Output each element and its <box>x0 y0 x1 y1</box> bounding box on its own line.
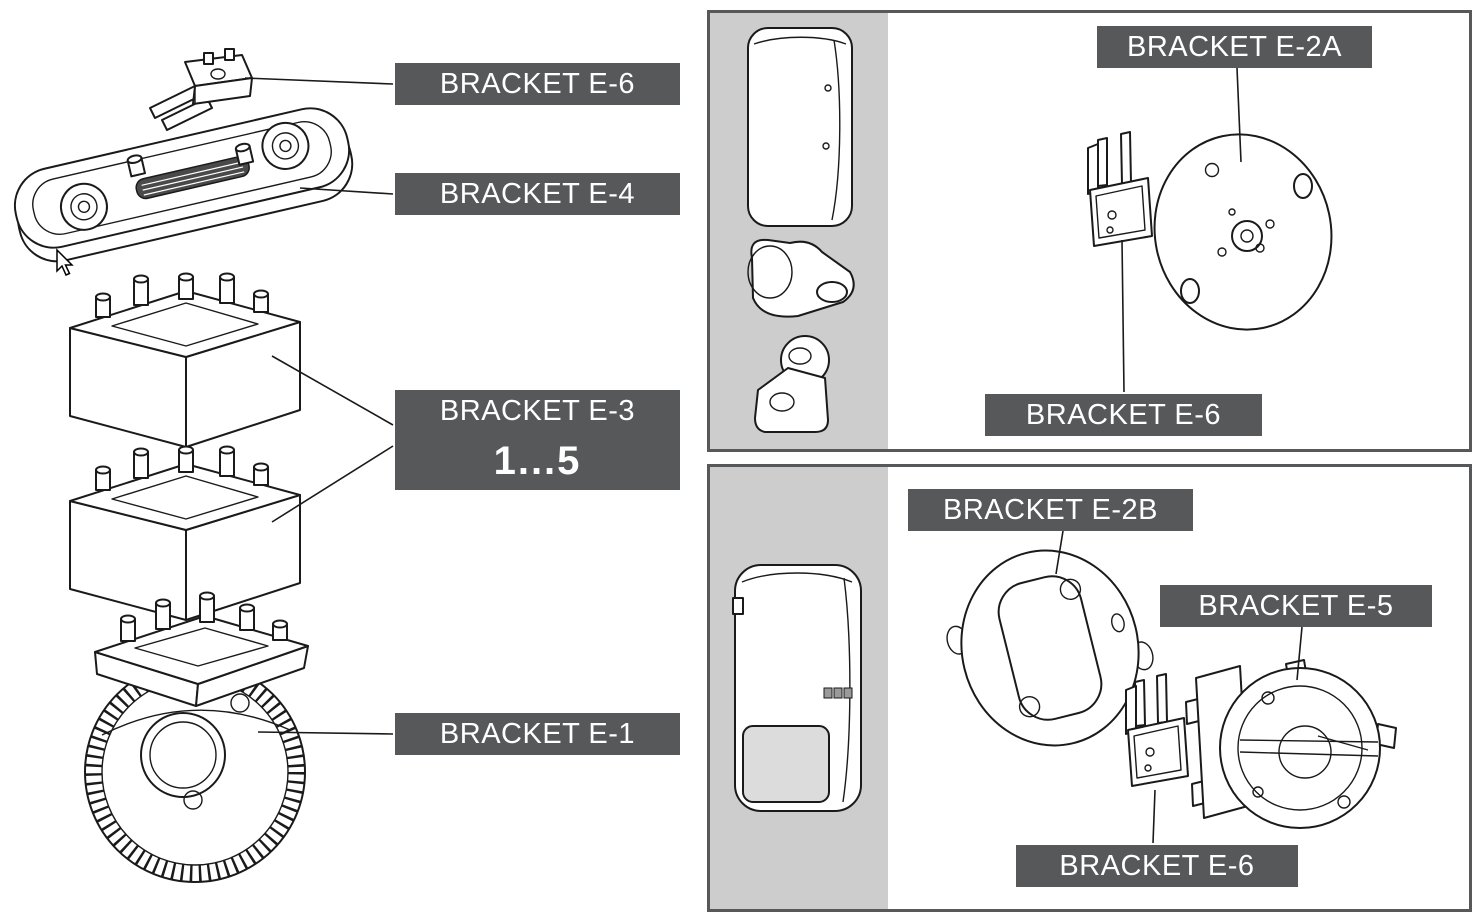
label-bracket-e3-quantity: 1...5 <box>395 432 680 490</box>
leader-e6-left <box>244 77 394 85</box>
label-bracket-e4: BRACKET E-4 <box>395 173 680 215</box>
leader-e4 <box>299 187 394 195</box>
label-bracket-e5: BRACKET E-5 <box>1160 585 1432 627</box>
leader-e1 <box>257 731 394 735</box>
exploded-bracket-e1-drawing <box>84 591 309 883</box>
panel-bracket-e2a <box>707 10 1472 452</box>
label-bracket-e2a: BRACKET E-2A <box>1097 26 1372 68</box>
label-bracket-e6-left: BRACKET E-6 <box>395 63 680 105</box>
leader-e3-lower <box>271 445 394 523</box>
label-bracket-e3: BRACKET E-3 <box>395 390 680 432</box>
label-bracket-e6-top: BRACKET E-6 <box>985 394 1262 436</box>
label-bracket-e6-bottom: BRACKET E-6 <box>1016 845 1298 887</box>
panel-bottom-gray-band <box>710 467 888 909</box>
leader-e3-upper <box>271 355 394 426</box>
label-bracket-e1: BRACKET E-1 <box>395 713 680 755</box>
panel-top-gray-band <box>710 13 888 449</box>
exploded-bracket-e3-drawing <box>69 272 301 448</box>
exploded-bracket-e6-drawing <box>149 48 253 131</box>
label-bracket-e2b: BRACKET E-2B <box>908 489 1193 531</box>
exploded-bracket-e4-drawing <box>13 107 354 263</box>
mouse-cursor-icon <box>56 248 74 276</box>
